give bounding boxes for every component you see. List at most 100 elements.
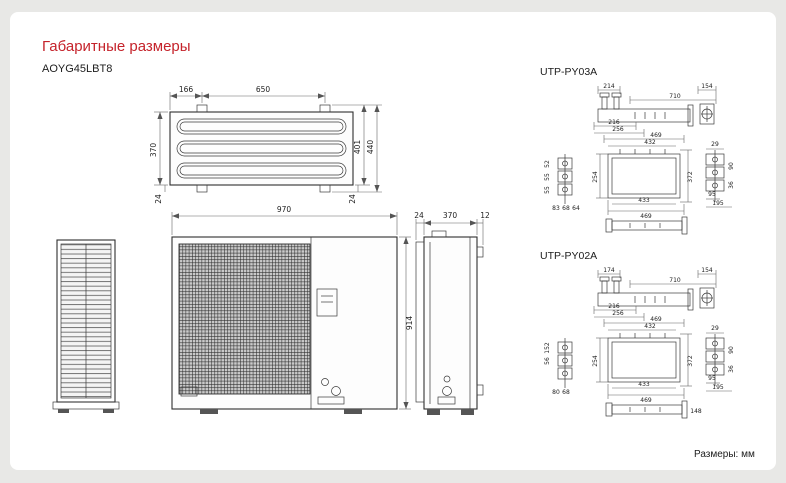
acc-dim: 433 bbox=[638, 381, 650, 388]
acc-dim: 195 bbox=[712, 200, 724, 207]
flange bbox=[557, 183, 573, 196]
slat-inner bbox=[179, 143, 344, 154]
front-width-dim-lines bbox=[171, 212, 398, 235]
dim-side-depth: 370 bbox=[443, 211, 458, 220]
header-pipe-assembly bbox=[597, 92, 715, 127]
flange-face bbox=[699, 103, 715, 125]
port bbox=[562, 344, 568, 351]
slat-inner bbox=[179, 165, 344, 176]
accessory2-label: UTP-PY02A bbox=[540, 250, 598, 262]
acc-dim: 432 bbox=[644, 323, 656, 330]
dim-bracket-pitch: 650 bbox=[256, 85, 271, 94]
dim-foot-left: 24 bbox=[154, 194, 163, 204]
mounting-bracket bbox=[196, 104, 208, 113]
acc-dim: 216 bbox=[608, 303, 620, 310]
end-flange bbox=[681, 400, 688, 419]
branch-box-outline bbox=[607, 153, 681, 199]
side-foot bbox=[461, 409, 474, 415]
fan-grille bbox=[178, 243, 311, 395]
acc-dim: 64 bbox=[572, 205, 580, 212]
flange-detail-right bbox=[705, 150, 725, 202]
control-panel bbox=[316, 288, 338, 317]
dim-rear-overhang: 12 bbox=[480, 211, 490, 220]
page-title: Габаритные размеры bbox=[42, 38, 191, 55]
dim-height: 914 bbox=[405, 316, 414, 331]
right-side-view: 24 370 12 bbox=[414, 211, 490, 415]
mounting-bracket bbox=[319, 104, 331, 113]
valve-port bbox=[321, 378, 329, 386]
acc-dim: 29 bbox=[711, 141, 719, 148]
acc-dim: 83 bbox=[552, 205, 560, 212]
port bbox=[712, 366, 718, 373]
acc-dim: 152 bbox=[544, 342, 551, 354]
top-view-body bbox=[169, 111, 354, 186]
flange bbox=[557, 367, 573, 380]
pipe-body bbox=[611, 404, 683, 415]
acc-dim: 372 bbox=[687, 171, 694, 183]
end-flange bbox=[681, 216, 688, 235]
acc-dim: 195 bbox=[712, 384, 724, 391]
side-valve bbox=[443, 375, 451, 383]
branch-box-inner bbox=[611, 157, 677, 195]
acc-dim: 469 bbox=[640, 397, 652, 404]
branch-box bbox=[607, 149, 681, 199]
top-view-slats bbox=[176, 118, 347, 179]
model-label: AOYG45LBT8 bbox=[42, 63, 113, 75]
side-view-outline bbox=[423, 236, 478, 410]
mounting-bracket bbox=[196, 184, 208, 193]
acc-dim: 710 bbox=[669, 93, 681, 100]
mounting-bracket bbox=[319, 184, 331, 193]
pipe-cap bbox=[611, 276, 622, 282]
dim-depth-to-bracket: 401 bbox=[353, 140, 362, 155]
acc-dim: 56 bbox=[544, 357, 551, 365]
acc-dim: 710 bbox=[669, 277, 681, 284]
left-side-view bbox=[52, 239, 120, 413]
flange bbox=[705, 179, 725, 192]
nameplate bbox=[180, 386, 198, 397]
port bbox=[562, 173, 568, 180]
left-view-base bbox=[52, 401, 120, 410]
flange bbox=[705, 363, 725, 376]
accessory1-label: UTP-PY03A bbox=[540, 66, 598, 78]
dim-front-overhang: 24 bbox=[414, 211, 424, 220]
pipe-stub bbox=[613, 96, 620, 110]
slat bbox=[176, 162, 347, 179]
slat bbox=[176, 140, 347, 157]
side-rear-tab bbox=[476, 384, 484, 396]
control-panel-box bbox=[316, 288, 338, 317]
acc-dim: 29 bbox=[711, 325, 719, 332]
port bbox=[712, 169, 718, 176]
acc-dim: 148 bbox=[690, 408, 702, 415]
flange bbox=[705, 153, 725, 166]
flange bbox=[705, 166, 725, 179]
top-view-dim-lines bbox=[154, 92, 382, 193]
pipe-stub bbox=[601, 96, 608, 110]
acc-dim: 469 bbox=[650, 316, 662, 323]
bottom-pipe bbox=[605, 400, 688, 419]
pipe-cap bbox=[599, 276, 610, 282]
port bbox=[562, 186, 568, 193]
units-note: Размеры: мм bbox=[694, 449, 755, 460]
side-top-bracket bbox=[431, 230, 447, 238]
flange-face bbox=[699, 287, 715, 309]
pipe-body bbox=[597, 108, 691, 123]
side-front-panel bbox=[415, 241, 425, 403]
pipe-fitting bbox=[605, 218, 613, 233]
pipe-body bbox=[611, 220, 683, 231]
flange-detail-right bbox=[705, 334, 725, 386]
acc-dim: 68 bbox=[562, 205, 570, 212]
acc-dim: 254 bbox=[592, 171, 599, 183]
acc-dim: 216 bbox=[608, 119, 620, 126]
acc-dim: 214 bbox=[603, 83, 615, 90]
dim-offset-left: 166 bbox=[179, 85, 194, 94]
pipe-body bbox=[597, 292, 691, 307]
dim-depth-overall: 440 bbox=[366, 140, 375, 155]
acc-dim: 154 bbox=[701, 267, 713, 274]
left-view-foot bbox=[103, 409, 114, 413]
side-valve bbox=[442, 386, 452, 396]
slat bbox=[176, 118, 347, 135]
branch-box-outline bbox=[607, 337, 681, 383]
acc-dim: 254 bbox=[592, 355, 599, 367]
port bbox=[562, 370, 568, 377]
dim-depth: 370 bbox=[149, 143, 158, 158]
